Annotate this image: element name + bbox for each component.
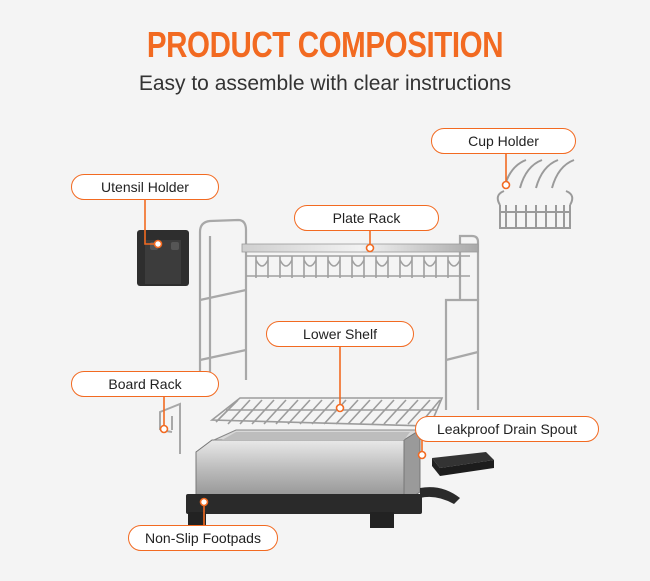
utensil-holder-label: Utensil Holder [71,174,219,200]
plate-rack-part [242,244,478,278]
non-slip-footpads-label: Non-Slip Footpads [128,525,278,551]
lower-shelf-dot [337,405,344,412]
leakproof-drain-spout-label: Leakproof Drain Spout [415,416,599,442]
board-rack-label: Board Rack [71,371,219,397]
drain-spout-dot [419,452,426,459]
cup-holder-part [498,160,574,228]
footpads-dot [201,499,208,506]
lower-shelf-label: Lower Shelf [266,321,414,347]
board-rack-dot [161,426,168,433]
utensil-holder-dot [155,241,162,248]
cup-holder-label: Cup Holder [431,128,576,154]
plate-rack-label: Plate Rack [294,205,439,231]
lower-shelf-part [212,398,442,426]
drip-tray-part [186,430,460,528]
cup-holder-dot [503,182,510,189]
drain-spout-part [432,452,494,476]
plate-rack-dot [367,245,374,252]
